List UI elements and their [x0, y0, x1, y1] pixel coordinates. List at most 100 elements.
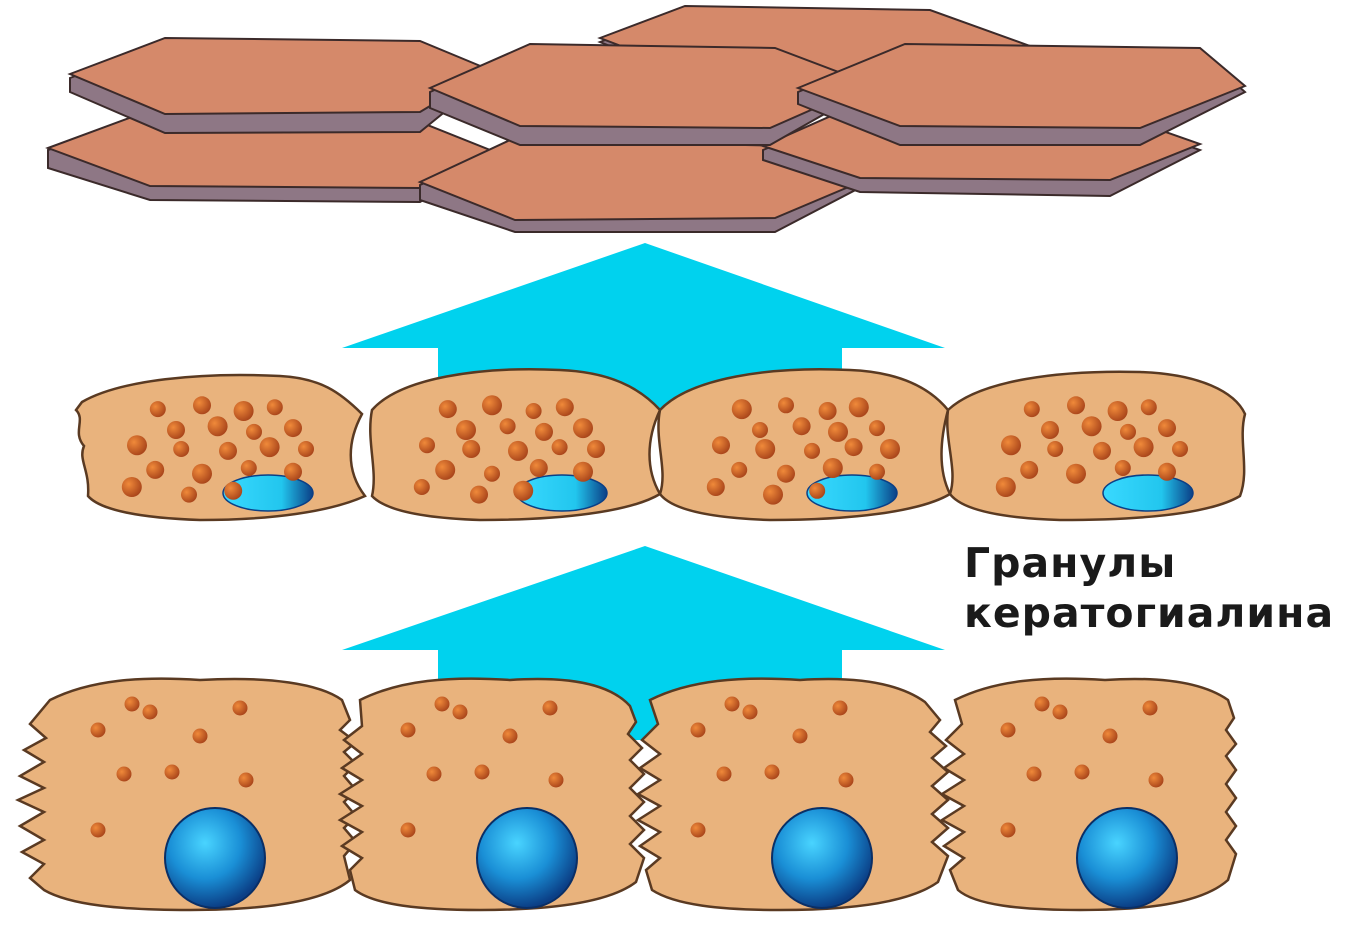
granule [556, 398, 574, 416]
granule [869, 464, 885, 480]
granule [549, 773, 564, 788]
granule [1158, 419, 1176, 437]
granule [246, 424, 262, 440]
granule [1103, 729, 1118, 744]
granule [573, 462, 593, 482]
granule [819, 402, 837, 420]
granule [91, 823, 106, 838]
granule [233, 701, 248, 716]
granule [500, 418, 516, 434]
granule [439, 400, 457, 418]
granule [503, 729, 518, 744]
granule [475, 765, 490, 780]
granule [284, 463, 302, 481]
granule [1047, 441, 1063, 457]
granule [526, 403, 542, 419]
granule [765, 765, 780, 780]
granule [725, 697, 740, 712]
granule [743, 705, 758, 720]
granule [181, 487, 197, 503]
granule [1115, 460, 1131, 476]
flat-scales-layer [48, 6, 1245, 232]
granule [239, 773, 254, 788]
granule [1001, 435, 1021, 455]
granule [192, 464, 212, 484]
label-line-2: кератогиалина [964, 588, 1354, 638]
granule [1027, 767, 1042, 782]
granule [1067, 396, 1085, 414]
granule [427, 767, 442, 782]
granule [752, 422, 768, 438]
granule [707, 478, 725, 496]
granule [241, 460, 257, 476]
granule [573, 418, 593, 438]
granule [414, 479, 430, 495]
granule [513, 481, 533, 501]
granule [732, 399, 752, 419]
granule [234, 401, 254, 421]
granule [435, 697, 450, 712]
granule [717, 767, 732, 782]
granule [125, 697, 140, 712]
granule [260, 437, 280, 457]
granule [482, 395, 502, 415]
granule [1149, 773, 1164, 788]
granule [845, 438, 863, 456]
spiny-cells-layer [18, 679, 1236, 910]
granule [1041, 421, 1059, 439]
granule [456, 420, 476, 440]
granule [1134, 437, 1154, 457]
granule [470, 486, 488, 504]
granule [777, 465, 795, 483]
granule [1108, 401, 1128, 421]
nucleus-flat [1103, 475, 1193, 511]
granule [208, 416, 228, 436]
granule [849, 397, 869, 417]
granule [1024, 401, 1040, 417]
granule [755, 439, 775, 459]
granule [1143, 701, 1158, 716]
granule [122, 477, 142, 497]
granule [1001, 823, 1016, 838]
granule [150, 401, 166, 417]
granule [419, 437, 435, 453]
granule [1001, 723, 1016, 738]
granule [1141, 399, 1157, 415]
granule [165, 765, 180, 780]
granule [401, 723, 416, 738]
granule [1093, 442, 1111, 460]
granule [173, 441, 189, 457]
granule [484, 466, 500, 482]
granule [1082, 416, 1102, 436]
granule [823, 458, 843, 478]
granule [535, 423, 553, 441]
granule [1120, 424, 1136, 440]
granule [731, 462, 747, 478]
granule [530, 459, 548, 477]
scale [70, 38, 490, 133]
granule [1035, 697, 1050, 712]
granule [828, 422, 848, 442]
nucleus-round [477, 808, 577, 908]
granule [839, 773, 854, 788]
granule [552, 439, 568, 455]
granule [712, 436, 730, 454]
granule [691, 823, 706, 838]
nucleus-round [772, 808, 872, 908]
label-line-1: Гранулы [964, 538, 1354, 588]
granule [1020, 461, 1038, 479]
granule [778, 397, 794, 413]
granule [127, 435, 147, 455]
granule [809, 483, 825, 499]
granule [996, 477, 1016, 497]
granule [508, 441, 528, 461]
granular-cell [658, 369, 950, 520]
granule [298, 441, 314, 457]
granule [1075, 765, 1090, 780]
granule [167, 421, 185, 439]
granule [143, 705, 158, 720]
granule [880, 439, 900, 459]
granule [284, 419, 302, 437]
granule [453, 705, 468, 720]
granule [462, 440, 480, 458]
